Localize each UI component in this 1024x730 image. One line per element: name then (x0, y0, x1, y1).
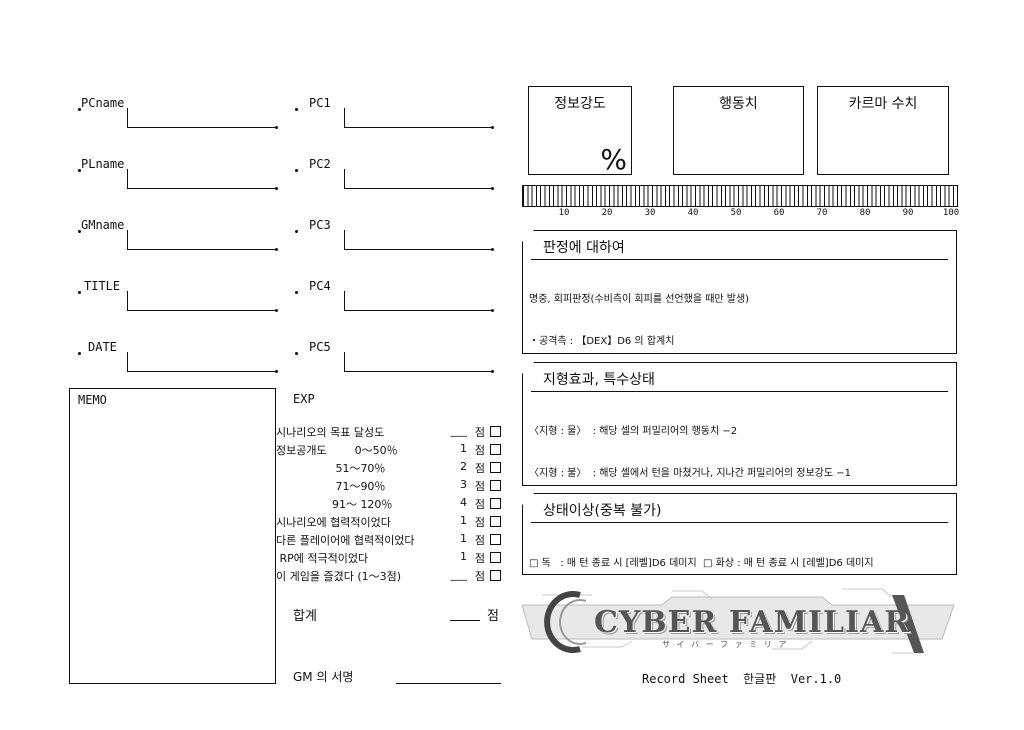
terrain-body: 〈지형 : 물〉 : 해당 셀의 퍼밀리어의 행동치 −2 〈지형 : 불〉 :… (529, 397, 867, 486)
scale-label: 70 (816, 208, 828, 218)
pc3-field[interactable] (344, 230, 493, 250)
judgement-line: 명중, 회피판정(수비측이 회피를 선언했을 때만 발생) (529, 294, 750, 305)
date-field[interactable] (127, 352, 277, 372)
judgement-title: 판정에 대하여 (543, 240, 625, 256)
judgement-line: ・공격측 : 【DEX】D6 의 합계치 (529, 336, 675, 347)
pc5-label: PC5 (309, 340, 331, 354)
plname-field[interactable] (127, 169, 277, 189)
scale-label: 50 (730, 208, 742, 218)
total-unit: 점 (487, 609, 499, 624)
exp-row: 71～90％ 3 점 (276, 478, 501, 494)
scale-label: 100 (942, 208, 960, 218)
exp-checkbox[interactable] (490, 426, 501, 437)
exp-checkbox[interactable] (490, 552, 501, 563)
status-body: □ 독 : 매 턴 종료 시 [레벨]D6 데미지 □ 화상 : 매 턴 종료 … (529, 529, 874, 575)
exp-row: 91～ 120％ 4 점 (276, 496, 501, 512)
gmname-label: GMname (81, 218, 125, 232)
date-label: DATE (88, 340, 117, 354)
percent-unit: % (600, 143, 627, 176)
gm-sign-label: GM 의 서명 (293, 670, 354, 684)
scale-label: 60 (773, 208, 785, 218)
logo-subtext: サ イ バ ー フ ァ ミ リ ア (662, 640, 789, 649)
scale-label: 40 (687, 208, 699, 218)
exp-title: EXP (293, 392, 315, 406)
scale-label: 30 (644, 208, 656, 218)
exp-row: 정보공개도 0～50％ 1 점 (276, 442, 501, 458)
pc4-label: PC4 (309, 279, 331, 293)
exp-row: RP에 적극적이었다 1 점 (276, 550, 501, 566)
memo-box[interactable]: MEMO (69, 388, 276, 684)
info-strength-title: 정보강도 (554, 96, 606, 112)
pc1-label: PC1 (309, 96, 331, 110)
scale-label: 90 (902, 208, 914, 218)
scale-label: 10 (558, 208, 570, 218)
logo-circuit-icon (521, 588, 955, 654)
pc2-field[interactable] (344, 169, 493, 189)
judgement-body: 명중, 회피판정(수비측이 회피를 선언했을 때만 발생) ・공격측 : 【DE… (529, 265, 758, 354)
status-line: □ 독 : 매 턴 종료 시 [레벨]D6 데미지 □ 화상 : 매 턴 종료 … (529, 558, 874, 569)
info-strength-scale[interactable] (522, 185, 958, 207)
exp-checkbox[interactable] (490, 570, 501, 581)
pcname-field[interactable] (127, 108, 277, 128)
total-field[interactable] (450, 620, 480, 621)
exp-row: 다른 플레이어에 협력적이었다 1 점 (276, 532, 501, 548)
exp-checkbox[interactable] (490, 462, 501, 473)
exp-checkbox[interactable] (490, 444, 501, 455)
terrain-line: 〈지형 : 물〉 : 해당 셀의 퍼밀리어의 행동치 −2 (529, 426, 738, 437)
cyber-familiar-logo: CYBER FAMILIAR サ イ バ ー フ ァ ミ リ ア (521, 583, 955, 663)
logo-text: CYBER FAMILIAR (594, 605, 911, 640)
pc4-field[interactable] (344, 291, 493, 311)
karma-title: 카르마 수치 (848, 96, 918, 112)
gmname-field[interactable] (127, 230, 277, 250)
exp-row: 이 게임을 즐겼다 (1～3점) ___ 점 (276, 568, 501, 584)
status-panel: 상태이상(중복 불가) □ 독 : 매 턴 종료 시 [레벨]D6 데미지 □ … (522, 493, 957, 575)
exp-list: 시나리오의 목표 달성도 ___ 점 정보공개도 0～50％ 1 점 51～70… (276, 424, 502, 584)
action-value-box[interactable]: 행동치 (673, 86, 804, 175)
plname-label: PLname (81, 157, 125, 171)
exp-row: 시나리오의 목표 달성도 ___ 점 (276, 424, 501, 440)
pc1-field[interactable] (344, 108, 493, 128)
pc2-label: PC2 (309, 157, 331, 171)
exp-row: 51～70％ 2 점 (276, 460, 501, 476)
title-label: TITLE (84, 279, 121, 293)
scale-label: 20 (601, 208, 613, 218)
judgement-panel: 판정에 대하여 명중, 회피판정(수비측이 회피를 선언했을 때만 발생) ・공… (522, 230, 957, 354)
pcname-label: PCname (81, 96, 125, 110)
exp-row: 시나리오에 협력적이었다 1 점 (276, 514, 501, 530)
action-value-title: 행동치 (719, 96, 758, 112)
exp-checkbox[interactable] (490, 516, 501, 527)
karma-box[interactable]: 카르마 수치 (817, 86, 949, 175)
status-title: 상태이상(중복 불가) (543, 503, 662, 519)
exp-checkbox[interactable] (490, 498, 501, 509)
info-strength-box[interactable]: 정보강도 % (528, 86, 632, 176)
terrain-panel: 지형효과, 특수상태 〈지형 : 물〉 : 해당 셀의 퍼밀리어의 행동치 −2… (522, 362, 957, 486)
memo-label: MEMO (78, 393, 107, 407)
title-field[interactable] (127, 291, 277, 311)
scale-label: 80 (859, 208, 871, 218)
terrain-line: 〈지형 : 불〉 : 해당 셀에서 턴을 마쳤거나, 지나간 퍼밀리어의 정보강… (529, 468, 852, 479)
exp-checkbox[interactable] (490, 480, 501, 491)
exp-checkbox[interactable] (490, 534, 501, 545)
record-sheet-footer: Record Sheet 한글판 Ver.1.0 (642, 672, 842, 686)
terrain-title: 지형효과, 특수상태 (543, 372, 655, 388)
pc5-field[interactable] (344, 352, 493, 372)
total-label: 합계 (293, 609, 317, 624)
gm-sign-field[interactable] (396, 683, 501, 684)
pc3-label: PC3 (309, 218, 331, 232)
